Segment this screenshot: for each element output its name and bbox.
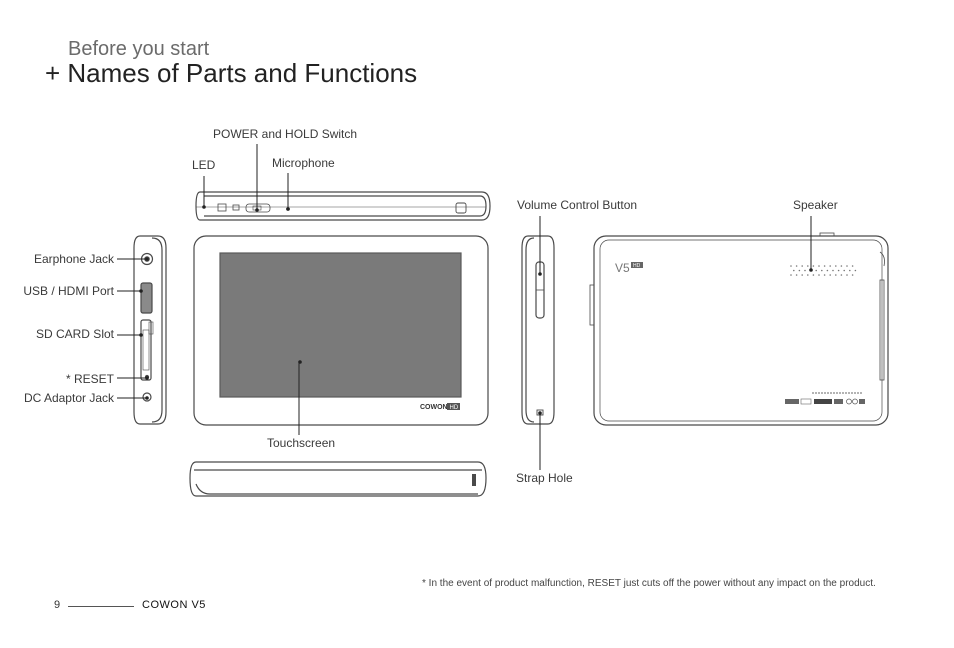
front-logo: COWON xyxy=(420,404,448,411)
footer-brand: COWON V5 xyxy=(142,599,206,611)
section-subtitle: Before you start xyxy=(68,38,210,60)
speaker-hole xyxy=(804,269,806,272)
power-hold-switch xyxy=(245,203,271,213)
label-touchscreen: Touchscreen xyxy=(267,436,336,450)
touchscreen-area xyxy=(219,252,462,398)
speaker-hole xyxy=(829,265,831,267)
sd-card-slot xyxy=(140,319,152,381)
speaker-hole xyxy=(795,265,798,267)
footer-rule xyxy=(68,606,134,607)
page-title: + Names of Parts and Functions xyxy=(45,58,418,88)
speaker-hole xyxy=(821,269,823,272)
speaker-hole xyxy=(818,274,820,276)
speaker-hole xyxy=(823,265,826,267)
label-reset: * RESET xyxy=(65,372,114,386)
label-volume-control-button: Volume Control Button xyxy=(517,198,638,212)
back-model-badge: HD xyxy=(633,263,641,269)
speaker-hole xyxy=(832,269,834,272)
label-usb-hdmi-port: USB / HDMI Port xyxy=(23,284,114,298)
speaker-hole xyxy=(815,269,817,272)
dc-adaptor-jack xyxy=(142,392,152,402)
device-bottom-view xyxy=(189,461,487,497)
device-top-view xyxy=(195,191,491,221)
regulatory-marks xyxy=(785,392,865,405)
device-back-view xyxy=(589,232,889,426)
leader-dots xyxy=(139,205,813,415)
speaker-hole xyxy=(846,265,848,267)
speaker-hole xyxy=(826,269,829,272)
label-speaker: Speaker xyxy=(793,198,838,212)
speaker-hole xyxy=(801,265,803,267)
speaker-hole xyxy=(849,269,851,272)
speaker-hole xyxy=(835,265,837,267)
device-right-side-view xyxy=(521,235,555,425)
speaker-hole xyxy=(840,265,843,267)
label-led: LED xyxy=(192,158,216,172)
speaker-hole xyxy=(795,274,798,276)
speaker-hole xyxy=(835,274,837,276)
label-microphone: Microphone xyxy=(272,156,335,170)
speaker-hole xyxy=(854,269,857,272)
front-logo-badge: HD xyxy=(450,405,459,411)
speaker-hole xyxy=(846,274,848,276)
speaker-hole xyxy=(840,274,843,276)
speaker-hole xyxy=(801,274,803,276)
speaker-hole xyxy=(793,269,795,272)
back-model-text: V5 xyxy=(615,261,630,275)
device-front-view xyxy=(193,235,489,426)
speaker-hole xyxy=(843,269,845,272)
speaker-hole xyxy=(798,269,801,272)
label-power-hold-switch: POWER and HOLD Switch xyxy=(213,127,358,141)
speaker-hole xyxy=(790,265,792,267)
speaker-hole xyxy=(790,274,792,276)
speaker-hole xyxy=(829,274,831,276)
label-dc-adaptor-jack: DC Adaptor Jack xyxy=(23,391,114,405)
speaker-hole xyxy=(851,265,854,267)
speaker-hole xyxy=(807,274,809,276)
speaker-hole xyxy=(837,269,840,272)
label-earphone-jack: Earphone Jack xyxy=(33,252,114,266)
speaker-grille xyxy=(790,265,857,276)
device-left-side-view xyxy=(133,235,167,425)
reset-footnote: * In the event of product malfunction, R… xyxy=(422,578,876,589)
speaker-hole xyxy=(807,265,809,267)
speaker-hole xyxy=(823,274,826,276)
usb-hdmi-port xyxy=(140,282,153,314)
speaker-hole xyxy=(812,274,815,276)
page-number: 9 xyxy=(54,599,61,611)
speaker-hole xyxy=(812,265,815,267)
leader-lines xyxy=(117,144,812,470)
speaker-hole xyxy=(818,265,820,267)
speaker-hole xyxy=(851,274,854,276)
label-sd-card-slot: SD CARD Slot xyxy=(35,327,114,341)
led-indicator xyxy=(217,203,227,212)
label-strap-hole: Strap Hole xyxy=(516,471,573,485)
